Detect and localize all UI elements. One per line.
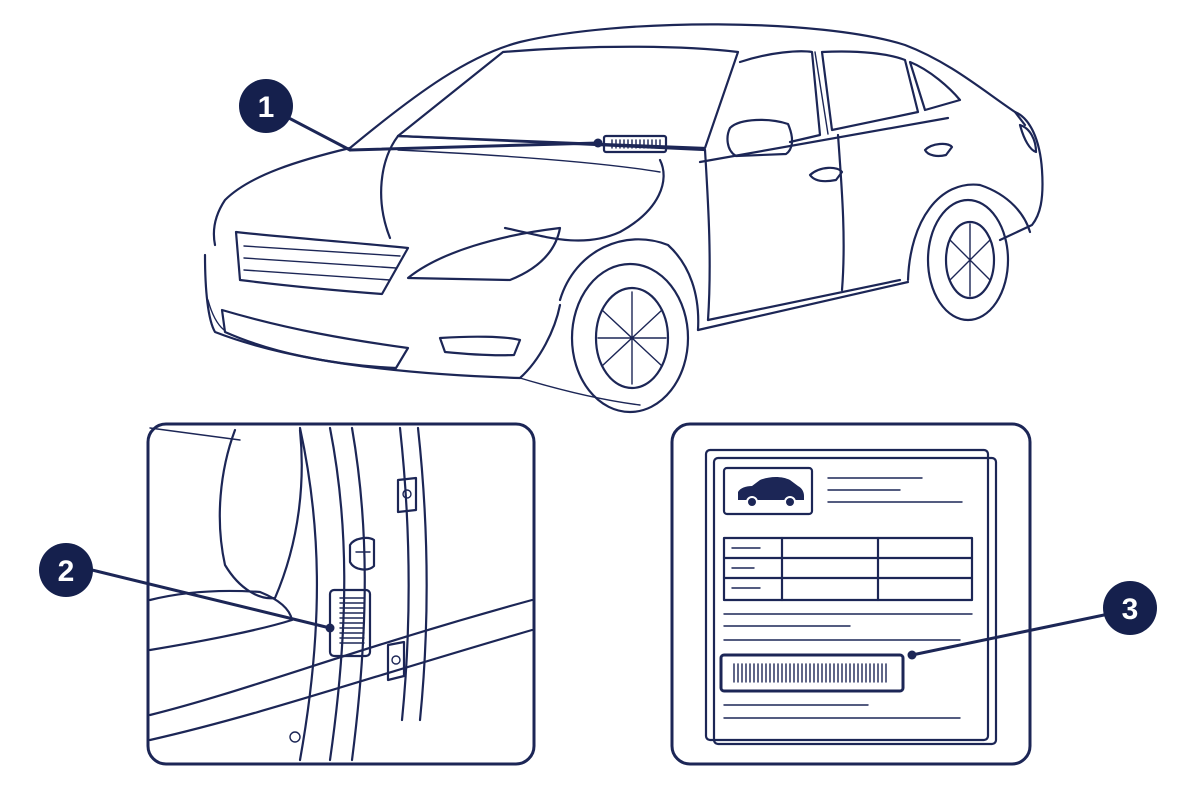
document-table [722,536,974,602]
car-icon [738,477,804,508]
callout-number-1: 1 [258,91,275,124]
callout-number-2: 2 [58,555,75,588]
windshield-vin-plate [602,134,668,154]
document-barcode [719,653,905,693]
car-illustration [203,23,1044,414]
callout-3: 3 [907,581,1157,660]
windshield-vin-barcode [611,139,661,149]
callout-badge-3 [1103,581,1157,635]
document-barcode-stripes [733,663,887,683]
callout-badge-1 [239,79,293,133]
callout-badge-2 [39,543,93,597]
door-jamb-label [328,588,372,658]
callout-1: 1 [239,79,603,152]
document-panel [670,422,1032,766]
callout-number-3: 3 [1122,593,1139,626]
callout-2: 2 [39,543,335,633]
door-jamb-panel [146,422,536,766]
document-car-icon-box [722,466,814,516]
door-jamb-barcode [339,597,365,644]
